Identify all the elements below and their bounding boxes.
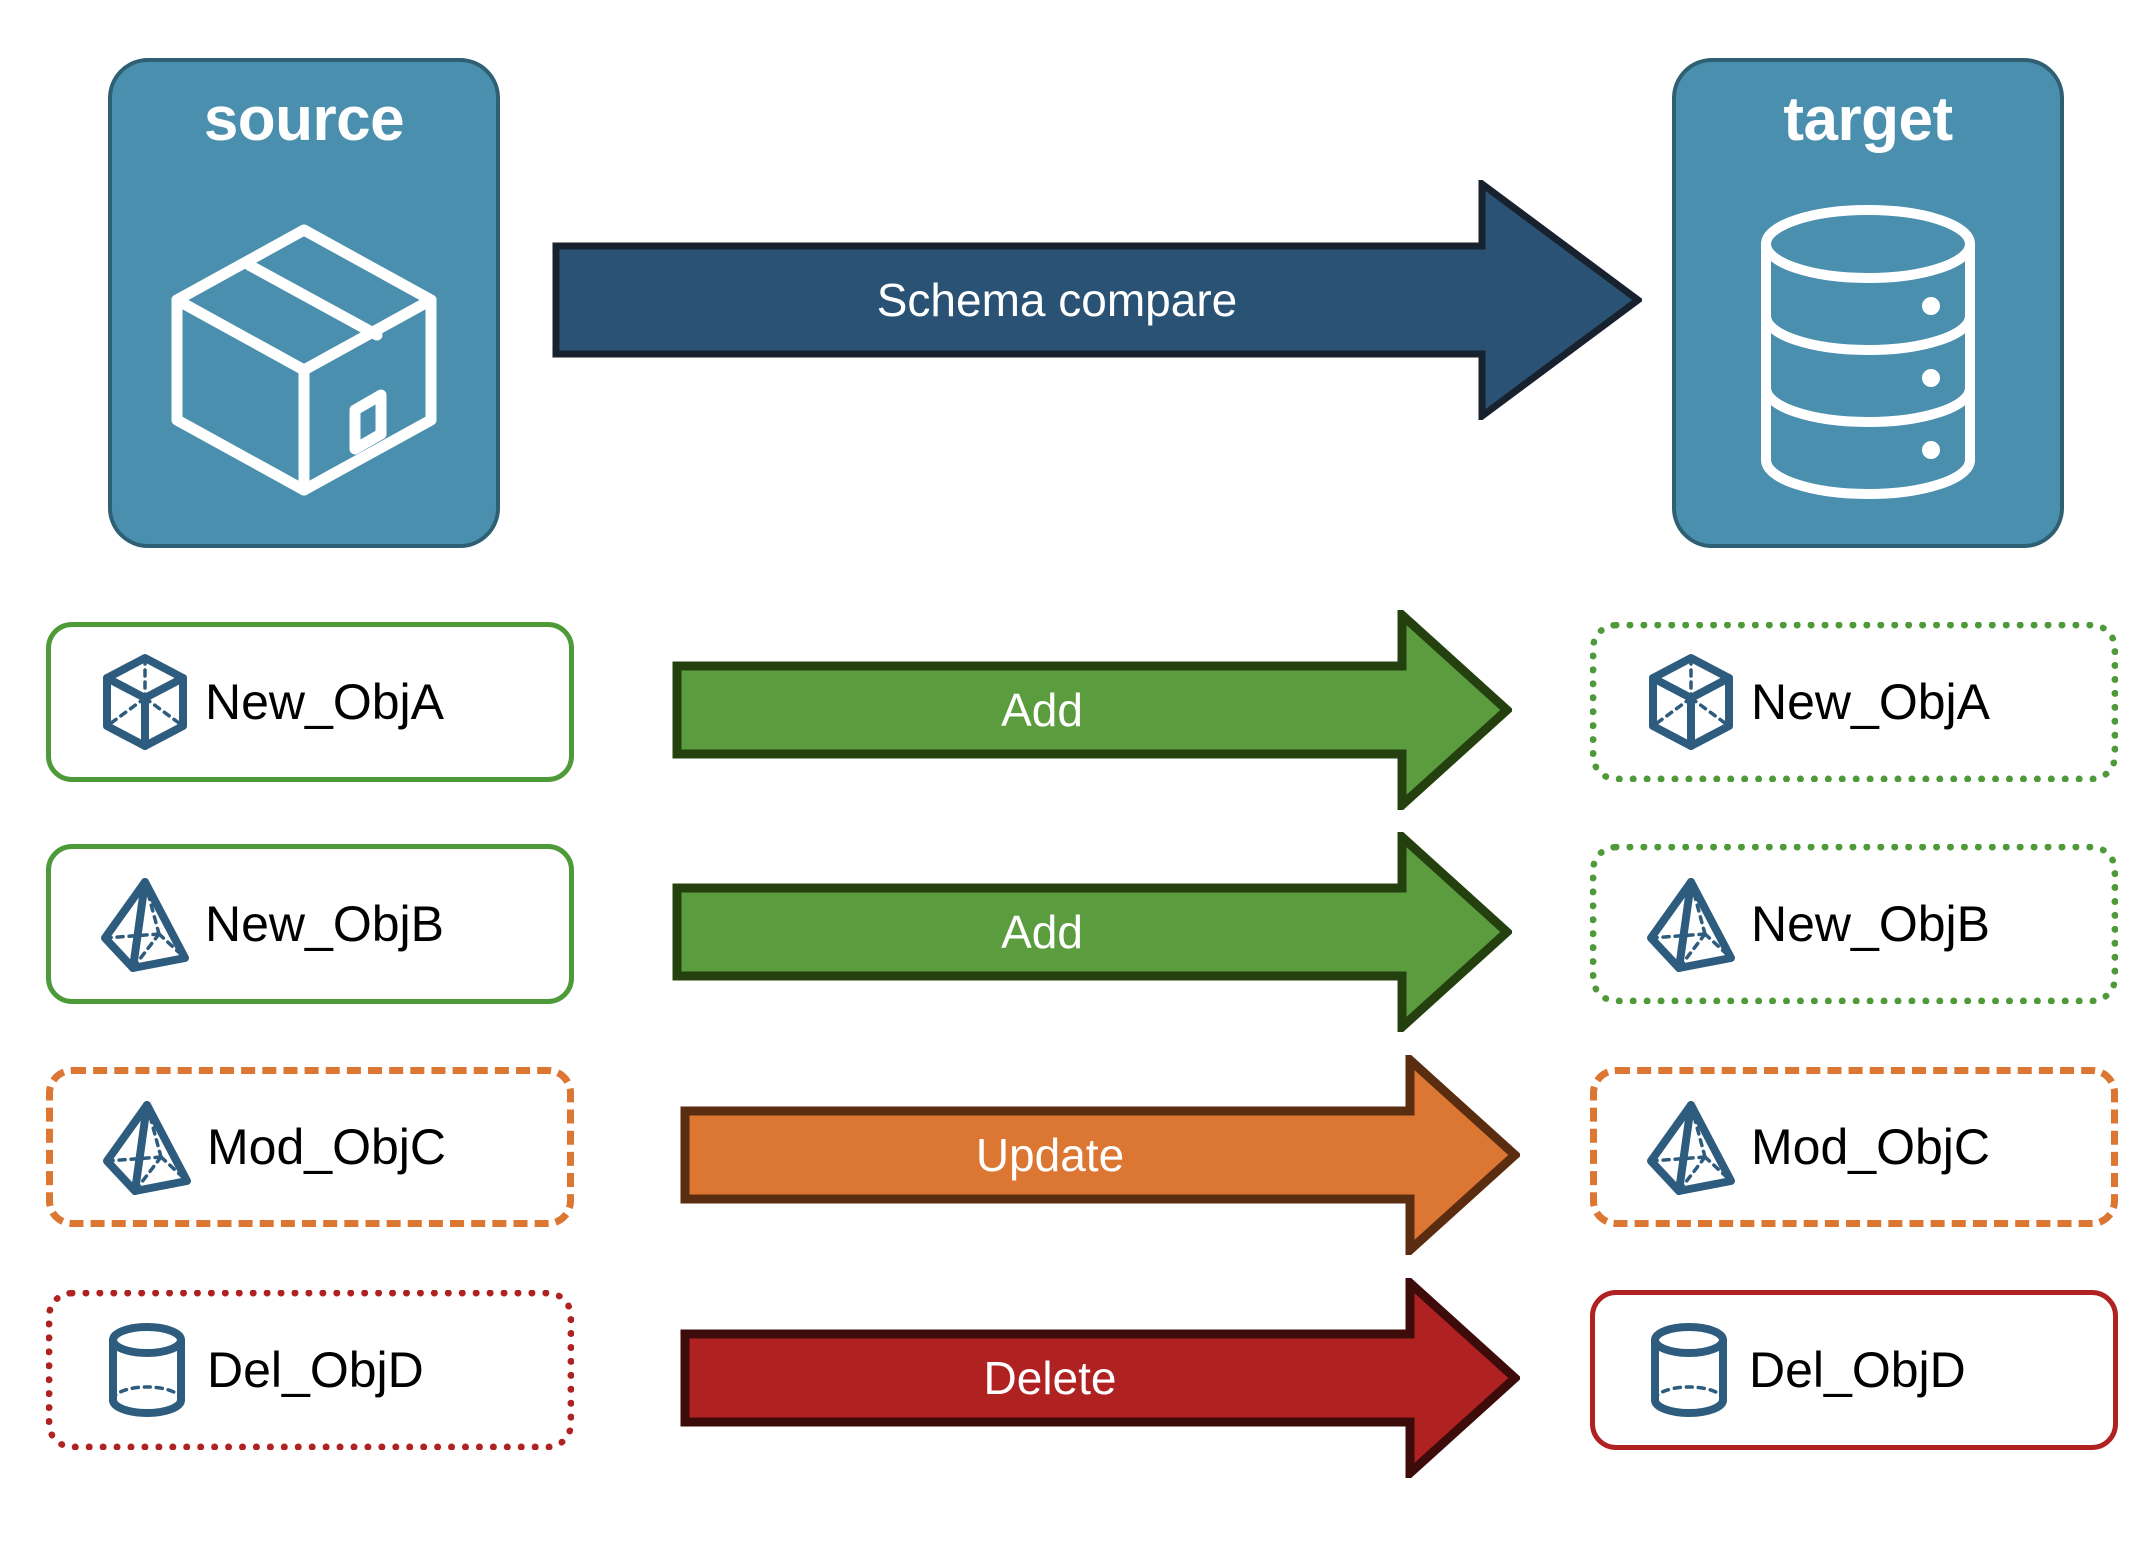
action-arrow-add	[672, 832, 1512, 1032]
source-object-card[interactable]: New_ObjA	[46, 622, 574, 782]
action-arrow-add	[672, 610, 1512, 810]
schema-compare-arrow	[552, 180, 1642, 420]
source-object-card[interactable]: Del_ObjD	[46, 1290, 574, 1450]
target-object-card[interactable]: New_ObjA	[1590, 622, 2118, 782]
wireframe-cylinder-icon	[101, 1320, 193, 1420]
source-object-card[interactable]: New_ObjB	[46, 844, 574, 1004]
database-cylinder-icon	[1676, 160, 2060, 544]
action-arrow-delete	[680, 1278, 1520, 1478]
object-name-label: New_ObjB	[205, 896, 444, 952]
object-name-label: New_ObjB	[1751, 896, 1990, 952]
target-object-card[interactable]: Del_ObjD	[1590, 1290, 2118, 1450]
package-box-icon	[112, 160, 496, 544]
wireframe-pyramid-icon	[101, 1097, 193, 1197]
target-endpoint-card: target	[1672, 58, 2064, 548]
object-name-label: New_ObjA	[1751, 674, 1990, 730]
target-title: target	[1783, 85, 1953, 154]
wireframe-pyramid-icon	[1645, 1097, 1737, 1197]
wireframe-pyramid-icon	[1645, 874, 1737, 974]
object-name-label: Del_ObjD	[207, 1342, 424, 1398]
object-name-label: New_ObjA	[205, 674, 444, 730]
wireframe-cylinder-icon	[1643, 1320, 1735, 1420]
target-object-card[interactable]: Mod_ObjC	[1590, 1067, 2118, 1227]
object-name-label: Mod_ObjC	[207, 1119, 446, 1175]
source-title: source	[203, 85, 405, 154]
wireframe-pyramid-icon	[99, 874, 191, 974]
object-name-label: Del_ObjD	[1749, 1342, 1966, 1398]
source-endpoint-card: source	[108, 58, 500, 548]
action-arrow-update	[680, 1055, 1520, 1255]
wireframe-cube-icon	[99, 652, 191, 752]
source-object-card[interactable]: Mod_ObjC	[46, 1067, 574, 1227]
wireframe-cube-icon	[1645, 652, 1737, 752]
target-object-card[interactable]: New_ObjB	[1590, 844, 2118, 1004]
object-name-label: Mod_ObjC	[1751, 1119, 1990, 1175]
